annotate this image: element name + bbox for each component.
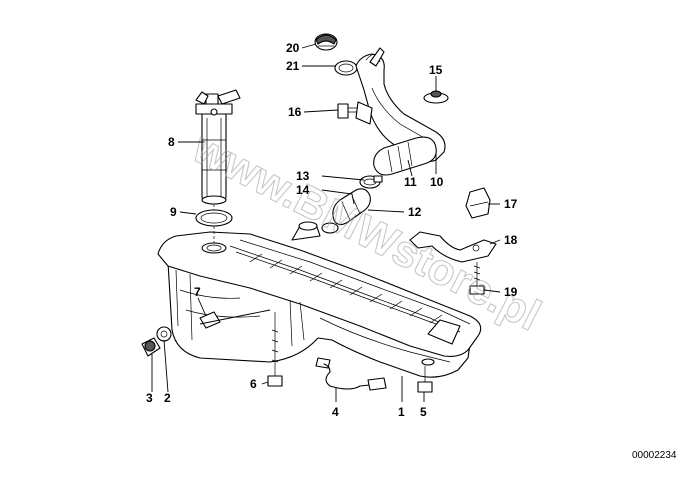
part-label-1: 1 <box>398 405 405 419</box>
leader-lines <box>151 43 501 402</box>
connecting-hose <box>321 188 371 234</box>
drain-plug <box>141 337 161 357</box>
part-label-15: 15 <box>429 63 443 77</box>
part-label-12: 12 <box>408 205 422 219</box>
part-label-21: 21 <box>286 59 300 73</box>
part-label-5: 5 <box>420 405 427 419</box>
part-label-9: 9 <box>170 205 177 219</box>
seal-ring <box>156 326 172 342</box>
part-label-17: 17 <box>504 197 518 211</box>
part-labels: 20 21 15 16 8 13 14 11 10 9 12 17 18 19 … <box>146 41 518 419</box>
part-label-18: 18 <box>504 233 518 247</box>
tank-fitting <box>417 366 433 393</box>
part-label-14: 14 <box>296 183 310 197</box>
mounting-bolt <box>267 312 283 387</box>
filler-hose <box>373 136 437 176</box>
part-label-2: 2 <box>164 391 171 405</box>
diagram-reference-number: 00002234 <box>632 450 677 461</box>
rubber-grommet <box>423 90 449 104</box>
fuel-filler-cap <box>314 33 338 51</box>
gasket-ring <box>195 209 233 227</box>
part-label-13: 13 <box>296 169 310 183</box>
cover-cap <box>465 187 491 219</box>
fuel-sender-unit <box>195 89 241 205</box>
part-label-16: 16 <box>288 105 302 119</box>
clip-screw <box>337 101 373 125</box>
part-label-19: 19 <box>504 285 518 299</box>
bracket-screw <box>469 262 485 295</box>
part-label-8: 8 <box>168 135 175 149</box>
part-label-7: 7 <box>194 285 201 299</box>
part-label-10: 10 <box>430 175 444 189</box>
part-label-20: 20 <box>286 41 300 55</box>
filler-clamp <box>334 60 358 76</box>
hose-clamp <box>359 175 383 189</box>
part-label-6: 6 <box>250 377 257 391</box>
part-label-4: 4 <box>332 405 339 419</box>
part-label-11: 11 <box>404 175 417 189</box>
mounting-bracket <box>409 231 497 263</box>
fuel-line <box>315 357 387 391</box>
part-label-3: 3 <box>146 391 153 405</box>
